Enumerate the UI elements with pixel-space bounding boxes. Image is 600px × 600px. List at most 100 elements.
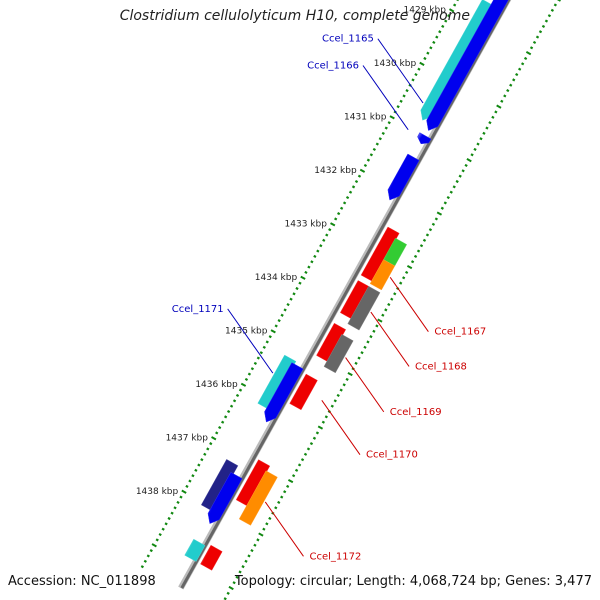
tick-dash — [541, 24, 546, 28]
tick-dash — [366, 158, 371, 162]
tick-dash — [363, 163, 368, 168]
tick-dash — [330, 404, 334, 408]
tick-dash — [429, 46, 433, 50]
tick-dash — [259, 351, 263, 355]
tick-dash — [228, 585, 234, 591]
tick-dash — [294, 468, 299, 472]
gene-leader-line — [345, 357, 385, 413]
tick-dash — [265, 522, 269, 526]
tick-dash — [226, 591, 230, 595]
tick-dash — [300, 458, 305, 462]
tick-dash — [351, 185, 356, 189]
tick-dash — [384, 126, 388, 130]
tick-dash — [393, 292, 397, 296]
tick-label: 1435 kbp — [225, 326, 268, 336]
tick-dash — [223, 415, 228, 419]
tick-dash — [443, 201, 447, 205]
tick-dash — [441, 24, 445, 28]
map-title: Clostridium cellulolyticum H10, complete… — [119, 8, 470, 24]
tick-dash — [277, 500, 281, 505]
tick-dash — [280, 313, 284, 317]
tick-dash — [449, 190, 453, 194]
tick-label: 1429 kbp — [404, 5, 447, 15]
tick-dash — [405, 270, 409, 275]
tick-dash — [381, 313, 385, 317]
tick-dash — [274, 506, 278, 510]
tick-dash — [447, 14, 451, 18]
tick-dash — [158, 532, 162, 537]
tick-dash — [265, 340, 269, 344]
tick-dash — [396, 105, 400, 109]
tick-dash — [330, 222, 336, 227]
gene-label: Ccel_1172 — [309, 551, 361, 562]
topology-text: Topology: circular; Length: 4,068,724 bp… — [234, 574, 592, 589]
tick-dash — [556, 0, 561, 2]
tick-dash — [253, 543, 257, 547]
tick-dash — [518, 67, 522, 71]
tick-dash — [387, 121, 391, 125]
tick-dash — [521, 62, 525, 66]
tick-dash — [347, 371, 353, 377]
tick-dash — [218, 426, 222, 430]
tick-dash — [262, 345, 266, 349]
tick-dash — [419, 244, 424, 248]
tick-dash — [381, 131, 385, 135]
tick-dash — [280, 495, 284, 499]
backbone — [180, 0, 511, 589]
tick-dash — [256, 356, 260, 360]
tick-dash — [369, 153, 373, 157]
tick-dash — [209, 442, 213, 446]
tick-label: 1436 kbp — [195, 380, 238, 390]
tick-label: 1433 kbp — [285, 219, 328, 229]
gene-leader-line — [377, 38, 424, 104]
tick-dash — [470, 153, 474, 157]
tick-dash — [292, 292, 296, 296]
tick-dash — [179, 495, 183, 499]
tick-dash — [317, 425, 324, 430]
tick-dash — [140, 565, 144, 569]
tick-dash — [488, 121, 492, 125]
accession-text: Accession: NC_011898 — [8, 574, 156, 589]
gene-feature — [323, 334, 354, 374]
tick-dash — [155, 538, 159, 542]
tick-dash — [215, 431, 219, 435]
tick-dash — [226, 409, 231, 414]
tick-dash — [372, 147, 376, 152]
tick-dash — [389, 115, 395, 120]
tick-dash — [399, 99, 403, 103]
tick-dash — [176, 500, 180, 505]
tick-dash — [262, 527, 266, 531]
tick-dash — [235, 575, 239, 579]
tick-dash — [283, 308, 287, 312]
tick-dash — [181, 489, 187, 494]
tick-dash — [286, 302, 290, 307]
tick-dash — [342, 201, 347, 205]
tick-dash — [411, 78, 415, 82]
tick-dash — [434, 217, 439, 221]
tick-dash — [458, 174, 462, 178]
tick-dash — [440, 206, 444, 210]
tick-dash — [452, 185, 456, 189]
gene-leader-line — [264, 501, 304, 557]
tick-dash — [256, 538, 260, 542]
tick-dash — [419, 61, 425, 66]
tick-dash — [461, 169, 465, 173]
tick-dash — [315, 431, 320, 435]
tick-dash — [449, 8, 455, 13]
tick-dash — [547, 14, 552, 18]
tick-dash — [309, 442, 314, 446]
tick-dash — [235, 393, 240, 398]
tick-dash — [345, 377, 349, 381]
tick-dash — [479, 137, 483, 141]
tick-dash — [438, 30, 442, 34]
tick-dash — [345, 196, 350, 200]
tick-dash — [360, 351, 364, 355]
gene-label: Ccel_1169 — [390, 407, 442, 418]
tick-dash — [369, 335, 373, 339]
gene-label: Ccel_1168 — [415, 361, 467, 372]
tick-dash — [312, 436, 317, 440]
gene-leader-line — [370, 311, 410, 367]
tick-dash — [446, 195, 450, 200]
